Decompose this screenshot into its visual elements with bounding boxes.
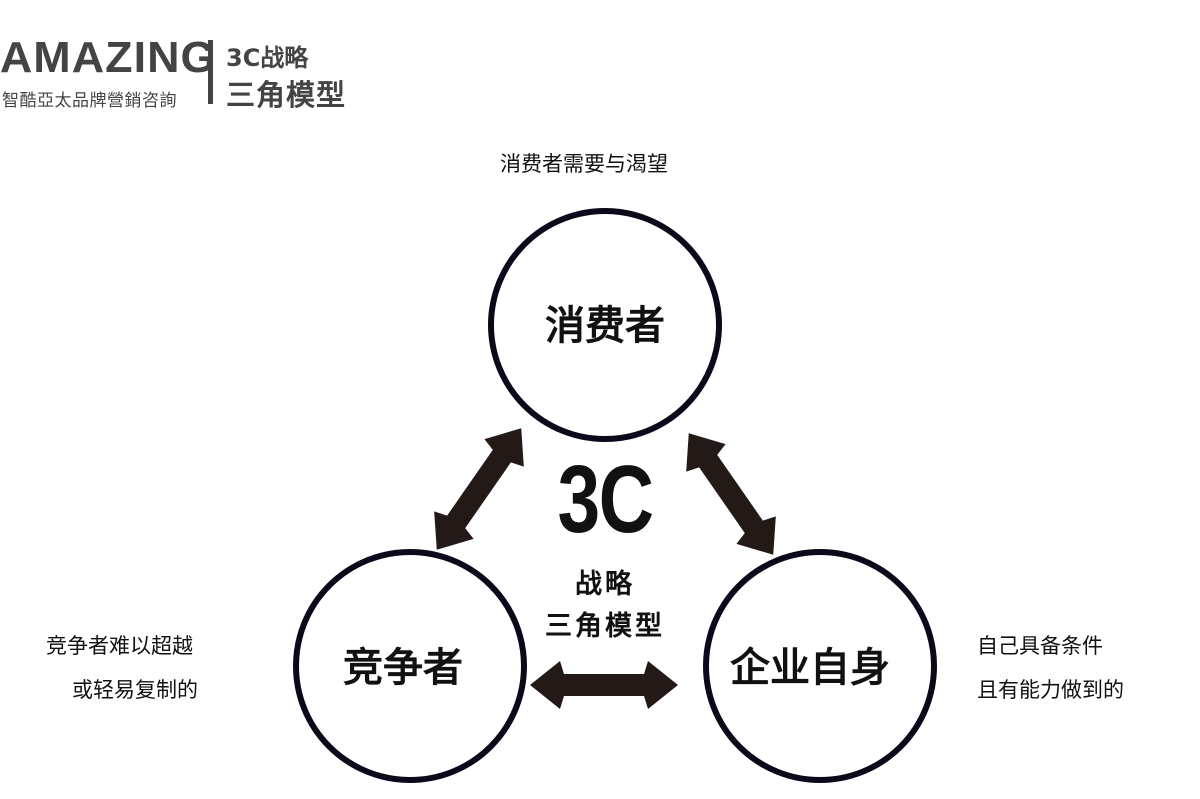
competitor-note-line2: 或轻易复制的	[72, 678, 198, 702]
consumer-label: 消费者	[545, 303, 665, 349]
header-title-line1: 3C战略	[226, 44, 309, 72]
double-arrow-consumer-company	[669, 419, 793, 569]
consumer-circle	[488, 208, 722, 442]
competitor-circle	[293, 549, 527, 783]
center-subtitle-2: 三角模型	[545, 611, 665, 642]
company-note-line1: 自己具备条件	[977, 634, 1103, 658]
company-note-line2: 且有能力做到的	[977, 678, 1124, 702]
double-arrow-consumer-competitor	[417, 414, 541, 564]
brand-logo: AMAZING	[0, 33, 217, 82]
center-subtitle-1: 战略	[575, 569, 635, 600]
consumer-note: 消费者需要与渴望	[500, 152, 668, 176]
double-arrow-competitor-company	[530, 661, 678, 709]
company-circle	[703, 549, 937, 783]
header-divider	[208, 40, 213, 104]
center-title: 3C	[557, 446, 655, 553]
brand-subtitle: 智酷亞太品牌營銷咨詢	[2, 91, 177, 111]
company-label: 企业自身	[730, 645, 890, 691]
competitor-note-line1: 竞争者难以超越	[46, 634, 193, 658]
header-title-line2: 三角模型	[226, 78, 347, 112]
competitor-label: 竞争者	[343, 645, 463, 691]
